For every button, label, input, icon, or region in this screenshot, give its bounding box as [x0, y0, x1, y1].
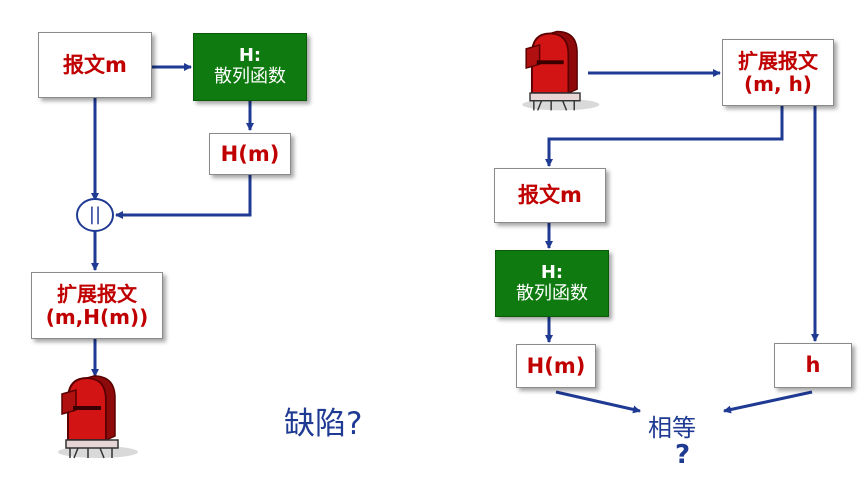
received-hash-label: h [805, 353, 821, 378]
left-message-box: 报文m [38, 32, 152, 98]
right-message-box: 报文m [494, 168, 606, 223]
left-extended-line1: 扩展报文 [57, 281, 137, 306]
left-hash-value-label: H(m) [220, 141, 280, 166]
right-extended-line1: 扩展报文 [738, 48, 818, 73]
right-extended-message-box: 扩展报文 (m, h) [722, 39, 834, 106]
compare-label: 相等 [648, 414, 696, 442]
right-hash-label: H: [540, 261, 564, 283]
mailbox-icon [58, 375, 138, 459]
concat-symbol: || [88, 204, 102, 225]
right-hash-desc: 散列函数 [516, 282, 588, 304]
left-extended-message-box: 扩展报文 (m,H(m)) [31, 272, 163, 339]
arrow-hashvalue-to-compare [555, 390, 641, 414]
concat-circle [76, 198, 114, 232]
arrow-extended-to-message [545, 106, 784, 167]
arrow-h-to-compare [723, 390, 813, 414]
mailbox-icon [522, 30, 600, 111]
left-hash-function-box: H: 散列函数 [193, 33, 307, 101]
right-hash-function-box: H: 散列函数 [495, 250, 609, 317]
left-hash-desc: 散列函数 [214, 66, 286, 87]
flaw-text: 缺陷? [284, 406, 363, 442]
right-hash-value-box: H(m) [516, 344, 596, 388]
left-hash-value-box: H(m) [209, 133, 291, 175]
right-extended-line2: (m, h) [744, 71, 812, 96]
arrow-hashvalue-to-concat [115, 175, 252, 219]
compare-question-mark: ? [675, 440, 691, 470]
left-hash-label: H: [238, 45, 262, 67]
right-hash-value-label: H(m) [526, 353, 586, 378]
right-message-label: 报文m [518, 183, 582, 208]
received-hash-box: h [774, 343, 852, 388]
left-message-label: 报文m [63, 52, 127, 77]
left-extended-line2: (m,H(m)) [45, 304, 149, 329]
